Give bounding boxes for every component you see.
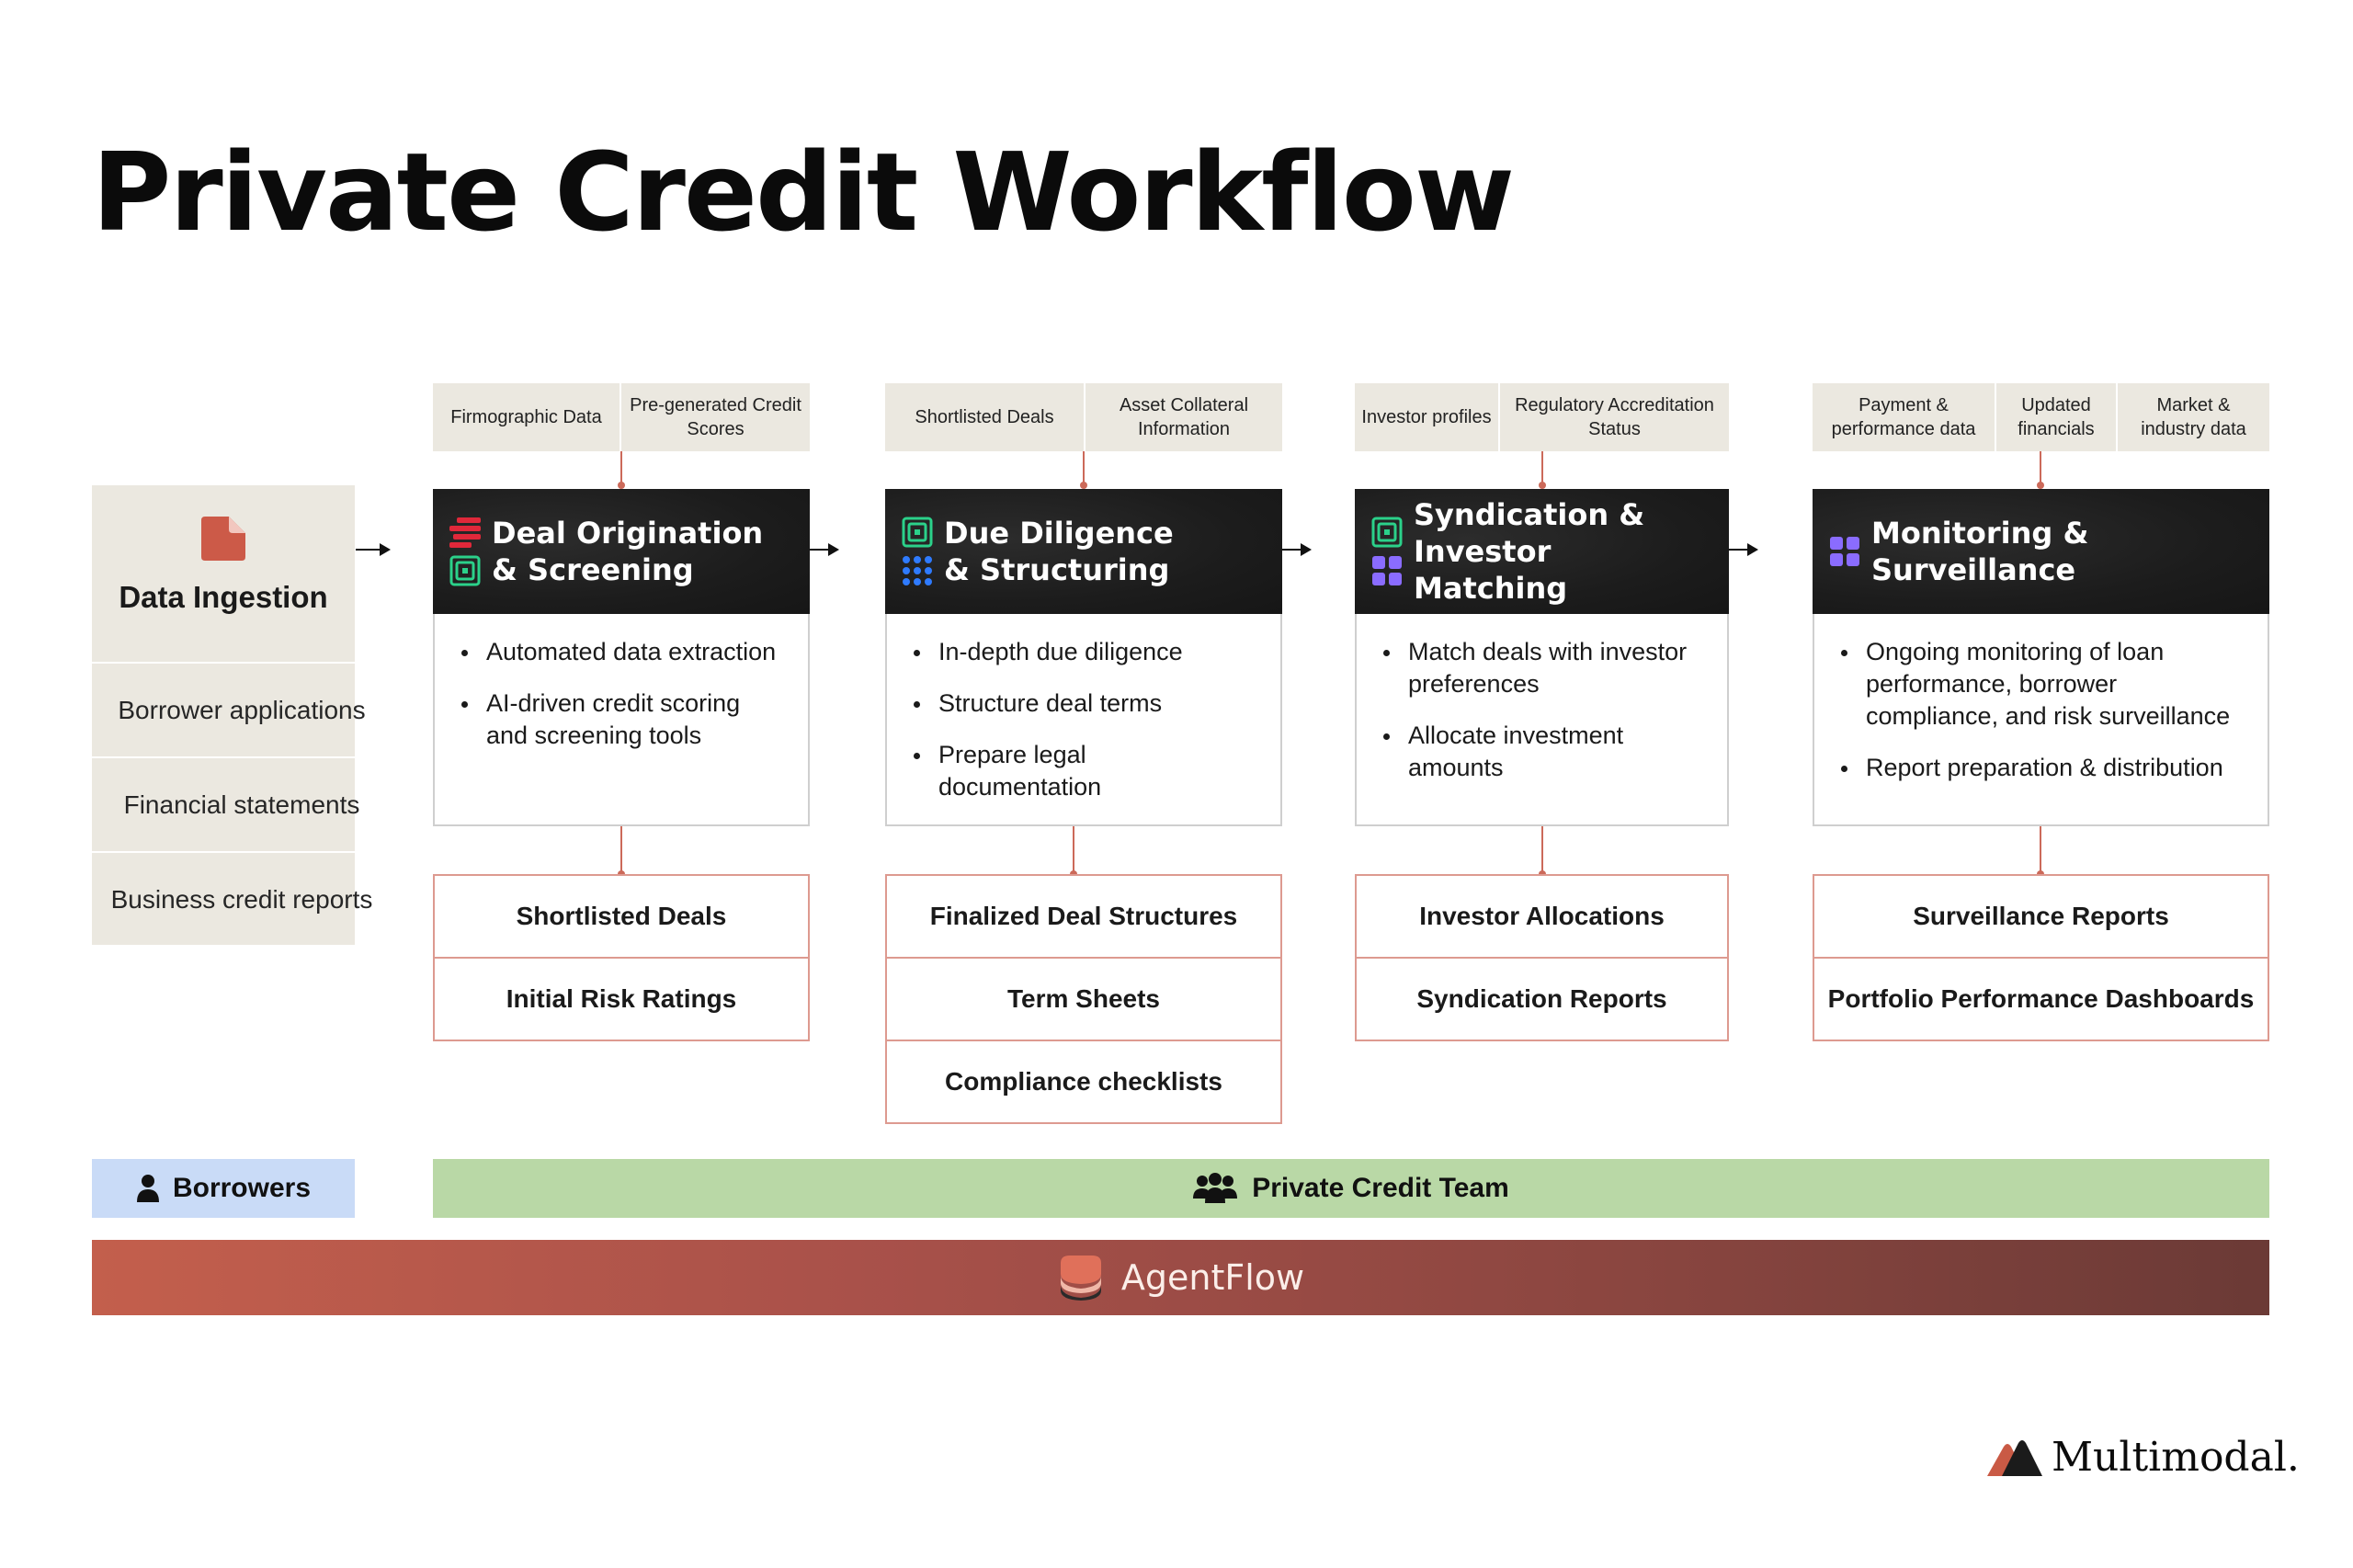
green-spiral-icon <box>449 555 481 586</box>
stage1-title: Deal Origination & Screening <box>492 516 764 587</box>
document-icon <box>201 517 245 561</box>
output-finalized-deal-structures: Finalized Deal Structures <box>885 874 1282 959</box>
stage3-bullet: Allocate investment amounts <box>1383 720 1699 784</box>
page-title: Private Credit Workflow <box>92 129 1515 256</box>
stage3-outputs: Investor Allocations Syndication Reports <box>1355 874 1729 1041</box>
connector-line <box>2040 451 2041 485</box>
connector-line <box>620 451 622 485</box>
flow-arrow-origination-to-diligence <box>810 543 839 556</box>
connector-line <box>1083 451 1085 485</box>
stage4-header: Monitoring & Surveillance <box>1813 489 2269 614</box>
stage2-inputs: Shortlisted Deals Asset Collateral Infor… <box>885 383 1282 451</box>
input-chip: Firmographic Data <box>450 407 602 427</box>
stage2-bullet: Prepare legal documentation <box>914 739 1253 803</box>
output-shortlisted-deals: Shortlisted Deals <box>433 874 810 959</box>
input-chip: Market & industry data <box>2116 383 2269 451</box>
connector-line <box>2040 826 2041 876</box>
stage4-bullet: Report preparation & distribution <box>1841 752 2240 784</box>
data-ingestion-panel: Data Ingestion Borrower applications Fin… <box>92 485 392 945</box>
agentflow-logo-icon <box>1060 1256 1101 1301</box>
ingestion-item-borrower-applications: Borrower applications <box>92 662 392 756</box>
group-icon <box>1193 1173 1238 1203</box>
input-chip: Regulatory Accreditation Status <box>1498 383 1729 451</box>
connector-line <box>1073 826 1074 876</box>
stage4-outputs: Surveillance Reports Portfolio Performan… <box>1813 874 2269 1041</box>
data-ingestion-header: Data Ingestion <box>92 485 355 662</box>
person-icon <box>136 1175 159 1202</box>
output-compliance-checklists: Compliance checklists <box>885 1041 1282 1124</box>
connector-dot <box>1539 482 1546 489</box>
ingestion-item-financial-statements: Financial statements <box>92 756 392 851</box>
connector-dot <box>618 482 625 489</box>
ingestion-item-business-credit-reports: Business credit reports <box>92 851 392 946</box>
agentflow-bar: AgentFlow <box>92 1240 2269 1315</box>
purple-grid-icon <box>1830 537 1859 566</box>
output-syndication-reports: Syndication Reports <box>1355 959 1729 1041</box>
flow-arrow-diligence-to-syndication <box>1282 543 1312 556</box>
private-credit-team-label: Private Credit Team <box>1252 1173 1509 1203</box>
stage4-inputs: Payment & performance data Updated finan… <box>1813 383 2269 451</box>
borrowers-bar: Borrowers <box>92 1159 355 1218</box>
private-credit-team-bar: Private Credit Team <box>433 1159 2269 1218</box>
input-chip: Pre-generated Credit Scores <box>620 383 810 451</box>
connector-line <box>1541 451 1543 485</box>
multimodal-logo: Multimodal. <box>1985 1434 2300 1481</box>
connector-line <box>1541 826 1543 876</box>
connector-line <box>620 826 622 876</box>
connector-dot <box>2037 482 2044 489</box>
input-chip: Payment & performance data <box>1831 395 1976 439</box>
stage3-body: Match deals with investor preferences Al… <box>1355 614 1729 826</box>
stage2-title: Due Diligence & Structuring <box>944 516 1174 587</box>
stage1-header: Deal Origination & Screening <box>433 489 810 614</box>
flow-arrow-ingestion-to-origination <box>356 543 391 556</box>
stage1-outputs: Shortlisted Deals Initial Risk Ratings <box>433 874 810 1041</box>
stage1-bullet: AI-driven credit scoring and screening t… <box>461 687 780 752</box>
input-chip: Investor profiles <box>1361 407 1492 427</box>
output-surveillance-reports: Surveillance Reports <box>1813 874 2269 959</box>
output-investor-allocations: Investor Allocations <box>1355 874 1729 959</box>
stage2-body: In-depth due diligence Structure deal te… <box>885 614 1282 826</box>
connector-dot <box>1080 482 1087 489</box>
borrowers-label: Borrowers <box>172 1173 312 1203</box>
stage4-body: Ongoing monitoring of loan performance, … <box>1813 614 2269 826</box>
output-portfolio-performance-dashboards: Portfolio Performance Dashboards <box>1813 959 2269 1041</box>
flow-arrow-syndication-to-monitoring <box>1729 543 1758 556</box>
multimodal-logo-icon <box>1987 1439 2042 1476</box>
output-initial-risk-ratings: Initial Risk Ratings <box>433 959 810 1041</box>
stage2-outputs: Finalized Deal Structures Term Sheets Co… <box>885 874 1282 1124</box>
input-chip: Updated financials <box>1995 383 2116 451</box>
stage1-inputs: Firmographic Data Pre-generated Credit S… <box>433 383 810 451</box>
green-spiral-icon <box>902 517 933 548</box>
stage3-inputs: Investor profiles Regulatory Accreditati… <box>1355 383 1729 451</box>
purple-grid-icon <box>1372 556 1402 585</box>
stage3-title: Syndication & Investor Matching <box>1414 497 1645 606</box>
agentflow-label: AgentFlow <box>1120 1257 1305 1298</box>
stage1-body: Automated data extraction AI-driven cred… <box>433 614 810 826</box>
blue-dot-grid-icon <box>903 556 932 585</box>
stage2-bullet: In-depth due diligence <box>914 636 1253 668</box>
input-chip: Shortlisted Deals <box>915 407 1054 427</box>
stage2-header: Due Diligence & Structuring <box>885 489 1282 614</box>
stage3-header: Syndication & Investor Matching <box>1355 489 1729 614</box>
data-ingestion-title: Data Ingestion <box>119 580 328 614</box>
stage4-title: Monitoring & Surveillance <box>1871 516 2089 587</box>
input-chip: Asset Collateral Information <box>1084 383 1282 451</box>
red-stack-icon <box>449 517 481 548</box>
multimodal-wordmark: Multimodal. <box>2052 1434 2300 1481</box>
output-term-sheets: Term Sheets <box>885 959 1282 1041</box>
stage3-bullet: Match deals with investor preferences <box>1383 636 1699 700</box>
green-spiral-icon <box>1371 517 1403 548</box>
stage4-bullet: Ongoing monitoring of loan performance, … <box>1841 636 2240 733</box>
stage2-bullet: Structure deal terms <box>914 687 1253 720</box>
stage1-bullet: Automated data extraction <box>461 636 780 668</box>
